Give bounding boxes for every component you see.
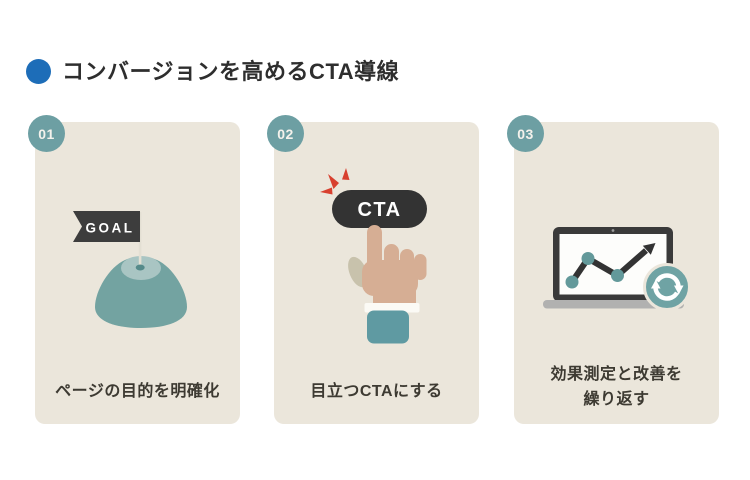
pole-base-dot <box>135 264 145 271</box>
step-caption: 目立つCTAにする <box>310 383 443 400</box>
step-card-1: 01 GOAL ページの目的を明確化 <box>28 115 240 424</box>
laptop-chart-illustration <box>543 227 691 311</box>
step-number-badge: 02 <box>267 115 304 152</box>
cta-tap-illustration: CTA <box>320 168 427 344</box>
goal-flag-hill-illustration: GOAL <box>73 211 187 328</box>
emphasis-sparks-icon <box>320 168 350 195</box>
page-title: コンバージョンを高めるCTA導線 <box>62 59 400 84</box>
cta-button-label: CTA <box>357 199 401 221</box>
circle-bullet-icon <box>26 59 51 84</box>
step-number-badge: 01 <box>28 115 65 152</box>
goal-flag-icon: GOAL <box>73 211 140 242</box>
page-title-row: コンバージョンを高めるCTA導線 <box>26 58 399 85</box>
step-caption: 効果測定と改善を 繰り返す <box>514 362 719 412</box>
shirt-cuff <box>364 303 420 313</box>
step-number-badge: 03 <box>507 115 544 152</box>
cta-button: CTA <box>332 190 427 228</box>
sleeve <box>367 310 409 344</box>
flag-pole <box>138 212 142 268</box>
refresh-icon <box>643 263 691 311</box>
step-caption: ページの目的を明確化 <box>55 383 220 400</box>
growth-chart-icon <box>565 243 656 289</box>
caption-line-1: 効果測定と改善を <box>550 366 683 383</box>
pointing-hand-icon <box>348 225 427 344</box>
step-card-3: 03 <box>507 115 719 424</box>
step-card-2: 02 CTA <box>267 115 479 424</box>
flag-label: GOAL <box>86 221 135 236</box>
caption-line-2: 繰り返す <box>583 391 650 408</box>
